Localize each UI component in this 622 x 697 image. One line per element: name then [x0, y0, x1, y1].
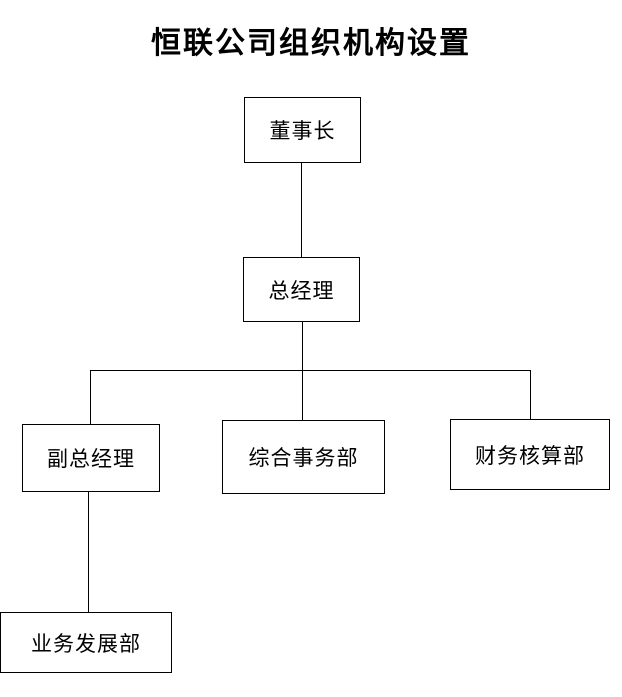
- connector-branch-left-drop: [90, 370, 91, 424]
- node-general-affairs-dept: 综合事务部: [222, 420, 385, 494]
- connector-chairman-gm: [301, 163, 302, 257]
- connector-branch-horizontal: [90, 370, 531, 371]
- node-chairman: 董事长: [244, 97, 361, 163]
- connector-deputy-bizdev: [88, 492, 89, 612]
- node-deputy-general-manager: 副总经理: [22, 424, 160, 492]
- node-finance-accounting-dept: 财务核算部: [450, 419, 610, 490]
- node-finance-accounting-dept-label: 财务核算部: [475, 443, 585, 468]
- node-general-affairs-dept-label: 综合事务部: [248, 446, 359, 470]
- node-business-development-dept: 业务发展部: [0, 612, 172, 673]
- connector-gm-center-branch: [302, 322, 303, 420]
- node-deputy-general-manager-label: 副总经理: [47, 447, 135, 471]
- node-general-manager-label: 总经理: [268, 278, 335, 303]
- chart-title: 恒联公司组织机构设置: [151, 27, 471, 60]
- node-business-development-dept-label: 业务发展部: [31, 631, 141, 656]
- connector-branch-right-drop: [530, 370, 531, 419]
- node-general-manager: 总经理: [243, 257, 360, 322]
- node-chairman-label: 董事长: [269, 119, 336, 143]
